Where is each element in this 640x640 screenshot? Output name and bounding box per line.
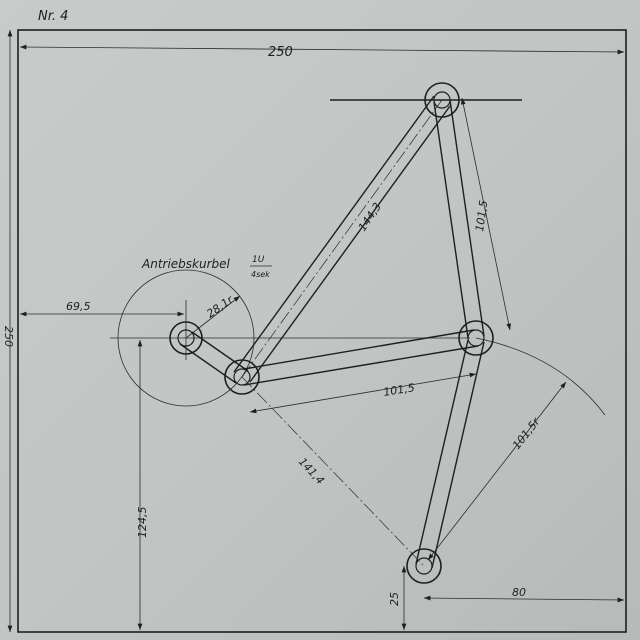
right-offset-dimension: 80	[512, 586, 526, 599]
link-upper	[233, 95, 451, 383]
width-dimension-line	[19, 44, 625, 55]
crank-offset-dimension: 69,5	[66, 300, 91, 313]
arc-radius-dimension: 101,5r	[510, 414, 543, 452]
joint-bottom	[406, 548, 442, 584]
crank-height-dimension: 124,5	[136, 507, 149, 539]
crank-radius-dimension: 28,1r	[204, 292, 236, 320]
bottom-offset-dimension: 25	[388, 592, 401, 606]
link-coupler-dimension: 101,5	[382, 381, 415, 399]
joint-top	[424, 82, 460, 118]
speed-denominator: 4sek	[251, 270, 270, 279]
drawing-number: Nr. 4	[38, 9, 68, 24]
speed-numerator: 1U	[252, 255, 265, 265]
height-dimension: 250	[2, 326, 15, 347]
joint-crank-center	[169, 321, 203, 355]
swing-arc	[475, 337, 606, 416]
width-dimension: 250	[268, 45, 293, 60]
drawing-frame	[17, 29, 627, 633]
crank-label: Antriebskurbel	[141, 257, 231, 271]
link-right-dimension: 101,5	[473, 199, 490, 232]
link-upper-dimension: 144,3	[356, 200, 384, 233]
link-crank	[179, 331, 249, 384]
